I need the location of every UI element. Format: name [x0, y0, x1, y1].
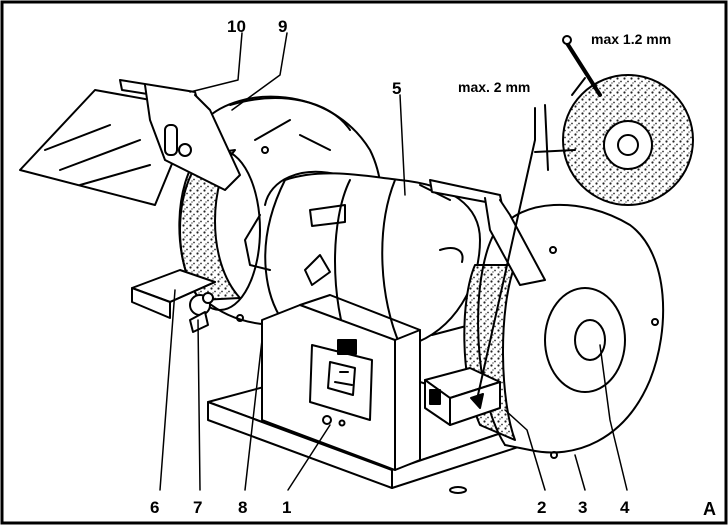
callout-7: 7	[193, 498, 202, 517]
left-tool-rest	[131, 269, 216, 319]
on-off-switch	[309, 339, 373, 427]
callout-1: 1	[282, 498, 291, 517]
callout-4: 4	[620, 498, 630, 517]
figure-label: A	[703, 499, 716, 519]
tool-rest-gap-label: max. 2 mm	[458, 79, 530, 95]
callout-9: 9	[278, 17, 287, 36]
right-shield-bracket	[429, 179, 546, 286]
callout-8: 8	[238, 498, 247, 517]
gap-arrow	[470, 107, 536, 409]
callout-10: 10	[227, 17, 246, 36]
wheel-flange	[544, 287, 626, 393]
spark-guard-gap-label: max 1.2 mm	[591, 31, 671, 47]
motor-housing	[244, 170, 481, 356]
callout-3: 3	[578, 498, 587, 517]
callout-leaders	[159, 32, 628, 491]
inset-wheel-detail	[534, 35, 694, 206]
callout-5: 5	[392, 79, 401, 98]
left-shield-bracket	[119, 79, 241, 191]
callout-2: 2	[537, 498, 546, 517]
tool-rest-knob	[189, 292, 214, 333]
callout-6: 6	[150, 498, 159, 517]
